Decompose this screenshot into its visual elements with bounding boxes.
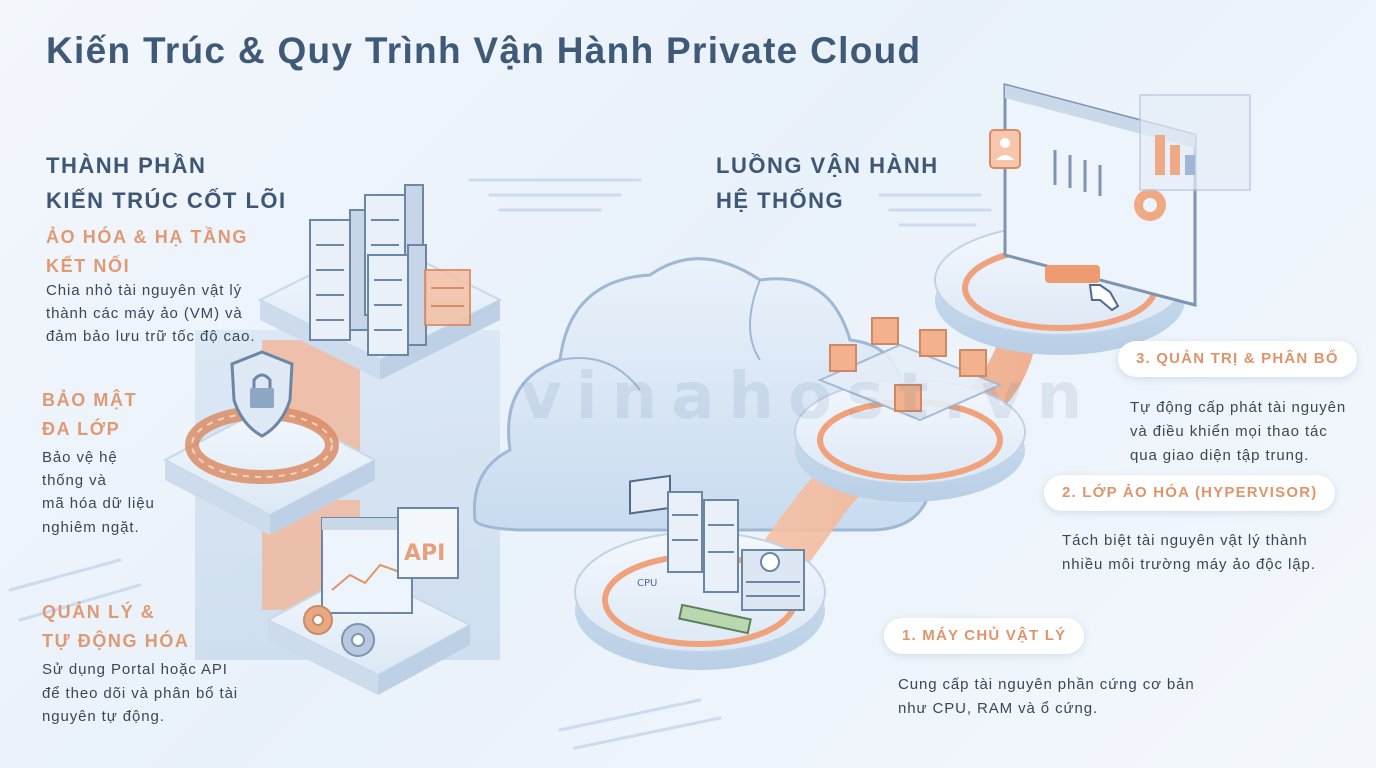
component-security-title-2: ĐA LỚP xyxy=(42,419,121,439)
cpu-label: CPU xyxy=(637,578,657,589)
step-3-desc-2: và điều khiển mọi thao tác xyxy=(1130,423,1328,440)
server-rack-icon-bottom xyxy=(667,491,739,593)
component-security-desc-1: Bảo vệ hệ xyxy=(42,449,118,466)
step-1-label: 1. MÁY CHỦ VẬT LÝ xyxy=(884,618,1085,654)
component-security-title: BẢO MẬT xyxy=(42,390,138,410)
vm-cube-icon xyxy=(829,317,987,412)
api-label: API xyxy=(404,541,445,566)
component-security-desc-2: thống và xyxy=(42,472,107,489)
shield-lock-icon xyxy=(230,350,294,438)
circuit-lines xyxy=(8,178,992,750)
component-virtualization-desc-3: đảm bảo lưu trữ tốc độ cao. xyxy=(46,328,256,345)
left-heading-line2: KIẾN TRÚC CỐT LÕI xyxy=(46,188,287,213)
step-2-desc-2: nhiều môi trường máy ảo độc lập. xyxy=(1062,556,1316,573)
step-3-label: 3. QUẢN TRỊ & PHÂN BỔ xyxy=(1118,341,1357,377)
step-2-label: 2. LỚP ẢO HÓA (HYPERVISOR) xyxy=(1044,475,1336,511)
right-flow-platforms: CPU xyxy=(574,83,1251,670)
user-profile-icon xyxy=(989,129,1021,169)
component-management-desc-1: Sử dụng Portal hoặc API xyxy=(42,661,228,678)
hard-disk-icon xyxy=(741,549,805,611)
component-management-title: QUẢN LÝ & xyxy=(42,602,156,622)
step-3-desc-1: Tự động cấp phát tài nguyên xyxy=(1130,399,1347,416)
component-virtualization-title-2: KẾT NỐI xyxy=(46,256,131,276)
right-heading-line2: HỆ THỐNG xyxy=(716,188,845,213)
left-platform-stack: API xyxy=(162,184,503,695)
component-management-title-2: TỰ ĐỘNG HÓA xyxy=(42,631,190,651)
left-heading-line1: THÀNH PHẦN xyxy=(46,153,207,178)
api-window-icon: API xyxy=(321,507,459,614)
gear-icon xyxy=(303,605,375,657)
watermark: vinahost.vn xyxy=(520,360,1097,434)
page-title: Kiến Trúc & Quy Trình Vận Hành Private C… xyxy=(46,30,922,71)
step-3-desc-3: qua giao diện tập trung. xyxy=(1130,447,1310,464)
step-2-desc-1: Tách biệt tài nguyên vật lý thành xyxy=(1062,532,1308,549)
component-management-desc-2: để theo dõi và phân bổ tài xyxy=(42,685,239,702)
dashboard-icon xyxy=(1003,83,1251,307)
step-1-desc-1: Cung cấp tài nguyên phần cứng cơ bản xyxy=(898,676,1195,693)
step-1-desc-2: như CPU, RAM và ổ cứng. xyxy=(898,700,1099,717)
component-security-desc-4: nghiêm ngặt. xyxy=(42,519,140,536)
ram-stick-icon xyxy=(678,603,752,635)
right-heading-line1: LUỒNG VẬN HÀNH xyxy=(716,153,939,178)
pointer-hand-icon xyxy=(1045,265,1120,312)
component-virtualization-desc-2: thành các máy ảo (VM) và xyxy=(46,305,243,322)
component-management-desc-3: nguyên tự động. xyxy=(42,708,165,725)
server-rack-icon xyxy=(309,184,471,356)
component-virtualization-title: ẢO HÓA & HẠ TẦNG xyxy=(46,227,248,247)
component-security-desc-3: mã hóa dữ liệu xyxy=(42,495,155,512)
component-virtualization-desc-1: Chia nhỏ tài nguyên vật lý xyxy=(46,282,243,299)
